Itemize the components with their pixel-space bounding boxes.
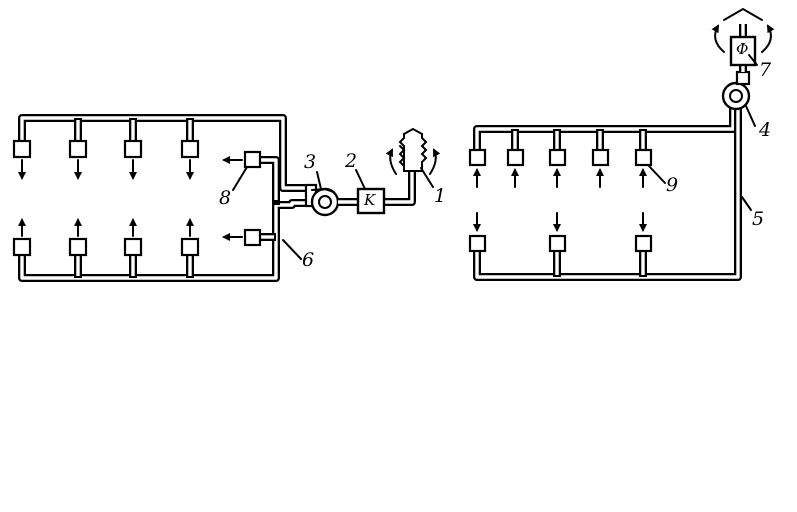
- left-duct-network: [18, 114, 310, 282]
- label-8: 8: [219, 187, 232, 209]
- fan-icon: [304, 183, 340, 217]
- outlet-icon: [68, 139, 88, 180]
- left-side-branch-8: [258, 156, 280, 205]
- outlet-icon: [468, 212, 487, 253]
- right-bottom-main-duct: [473, 106, 742, 281]
- right-top-main-duct: [473, 106, 737, 152]
- chamber-k-letter: K: [364, 191, 376, 209]
- chamber-k-box: [356, 187, 386, 215]
- outlet-icon: [12, 139, 32, 180]
- outlet-icon: [68, 218, 88, 257]
- outlet-icon: [180, 139, 200, 180]
- label-7: 7: [759, 59, 772, 81]
- label-2: 2: [345, 150, 358, 172]
- outlet-icon: [634, 148, 653, 188]
- right-bottom-branches: [553, 250, 647, 277]
- air-intake-icon: [385, 127, 441, 175]
- left-bottom-outlets: [12, 218, 200, 257]
- filter-f-box: [729, 35, 757, 67]
- left-top-outlets: [12, 139, 200, 180]
- exhaust-arrows: [711, 24, 775, 53]
- right-duct-network: [473, 106, 742, 281]
- label-1: 1: [434, 185, 447, 207]
- label-6: 6: [302, 249, 315, 271]
- outlet-icon: [180, 218, 200, 257]
- side-outlet-6: [222, 228, 262, 247]
- outlet-icon: [468, 148, 487, 188]
- outlet-icon: [123, 218, 143, 257]
- right-top-inlets: [468, 148, 653, 188]
- roof-hood-icon: [723, 7, 763, 21]
- label-9: 9: [666, 174, 679, 196]
- outlet-icon: [123, 139, 143, 180]
- left-top-branches: [74, 118, 194, 143]
- side-outlet-8: [222, 150, 262, 169]
- exhaust-fan-icon: [721, 70, 751, 111]
- label-3: 3: [304, 151, 317, 173]
- filter-f-letter: Ф: [736, 40, 749, 58]
- outlet-icon: [506, 148, 525, 188]
- left-top-main-duct: [18, 114, 310, 192]
- outlet-icon: [12, 218, 32, 257]
- label-4: 4: [759, 119, 772, 141]
- supply-intake-duct: [338, 170, 416, 206]
- right-bottom-inlets: [468, 212, 653, 253]
- outlet-icon: [591, 148, 610, 188]
- label-leaders: [232, 54, 758, 260]
- outlet-icon: [548, 148, 567, 188]
- outlet-icon: [634, 212, 653, 253]
- right-top-branches: [511, 129, 647, 152]
- label-5: 5: [752, 208, 765, 230]
- outlet-icon: [548, 212, 567, 253]
